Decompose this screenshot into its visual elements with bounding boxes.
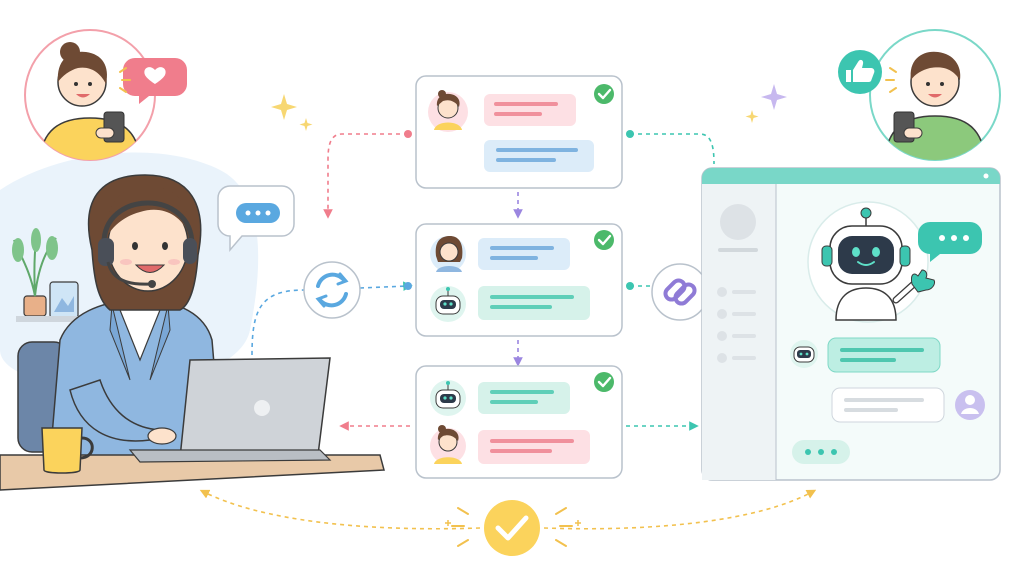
thumbs-up-icon bbox=[838, 50, 882, 94]
chat-sidebar bbox=[702, 184, 776, 480]
sync-icon bbox=[304, 262, 360, 318]
sparkle-icon bbox=[746, 84, 788, 123]
check-icon bbox=[594, 84, 614, 104]
picture-frame bbox=[50, 282, 78, 318]
ellipsis-icon bbox=[246, 211, 271, 216]
check-icon bbox=[594, 230, 614, 250]
customer-man-avatar bbox=[838, 30, 1000, 165]
ellipsis-icon bbox=[939, 235, 969, 241]
conversation-card-1 bbox=[416, 76, 622, 188]
agent-avatar-icon bbox=[430, 236, 466, 272]
typing-indicator bbox=[792, 440, 850, 464]
bot-avatar-icon bbox=[430, 380, 466, 416]
ellipsis-icon bbox=[805, 449, 837, 455]
bot-avatar-icon bbox=[430, 286, 466, 322]
check-icon bbox=[594, 372, 614, 392]
conversation-card-3 bbox=[416, 366, 622, 478]
user-message bbox=[832, 388, 985, 422]
user-avatar-icon bbox=[955, 390, 985, 420]
customer-woman-avatar bbox=[25, 30, 187, 165]
conversation-card-2 bbox=[416, 224, 622, 336]
link-icon bbox=[652, 264, 708, 320]
chat-app-window bbox=[702, 168, 1000, 480]
sparkle-icon bbox=[271, 94, 313, 131]
